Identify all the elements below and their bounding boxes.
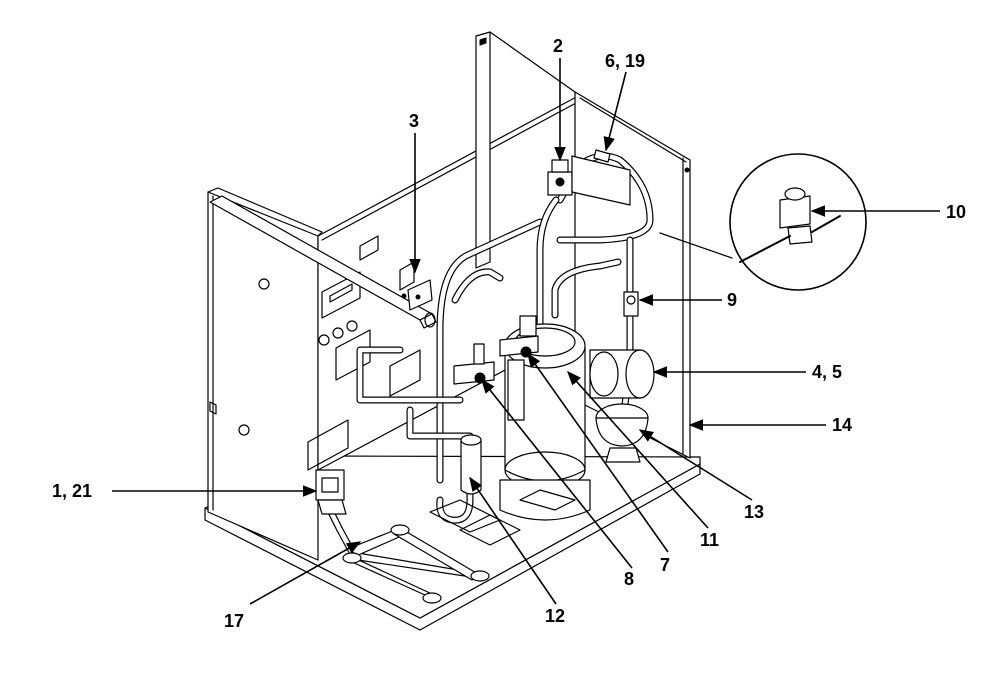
leader-17 [249,541,362,605]
leader-13 [638,429,753,501]
callout-2: 2 [553,36,563,56]
solenoid-valve [315,469,347,515]
callout-14: 14 [832,415,852,435]
callout-9: 9 [727,290,737,310]
cabinet [204,31,701,631]
leader-6-19 [603,71,627,152]
leader-12 [469,476,557,605]
valves [453,149,639,421]
callout-10: 10 [946,202,966,222]
fan-motor [589,349,655,399]
callout-7: 7 [660,555,670,575]
callout-13: 13 [744,502,764,522]
callout-8: 8 [624,569,634,589]
leader-7 [527,352,669,553]
callout-17: 17 [224,611,244,631]
inset-detail [659,153,867,291]
callout-11: 11 [700,530,719,550]
compressor [499,323,591,521]
leader-lines [112,58,940,605]
leader-8 [481,378,633,569]
leader-11 [567,370,709,529]
callout-3: 3 [409,111,419,131]
callout-6-19: 6, 19 [605,51,645,71]
accumulator [460,434,482,495]
callout-labels: 2 6, 19 3 10 9 4, 5 14 13 11 7 8 12 17 1… [52,36,966,631]
mounting-bracket [342,499,521,604]
callout-1-21: 1, 21 [52,481,92,501]
callout-12: 12 [545,606,565,626]
callout-4-5: 4, 5 [812,362,842,382]
